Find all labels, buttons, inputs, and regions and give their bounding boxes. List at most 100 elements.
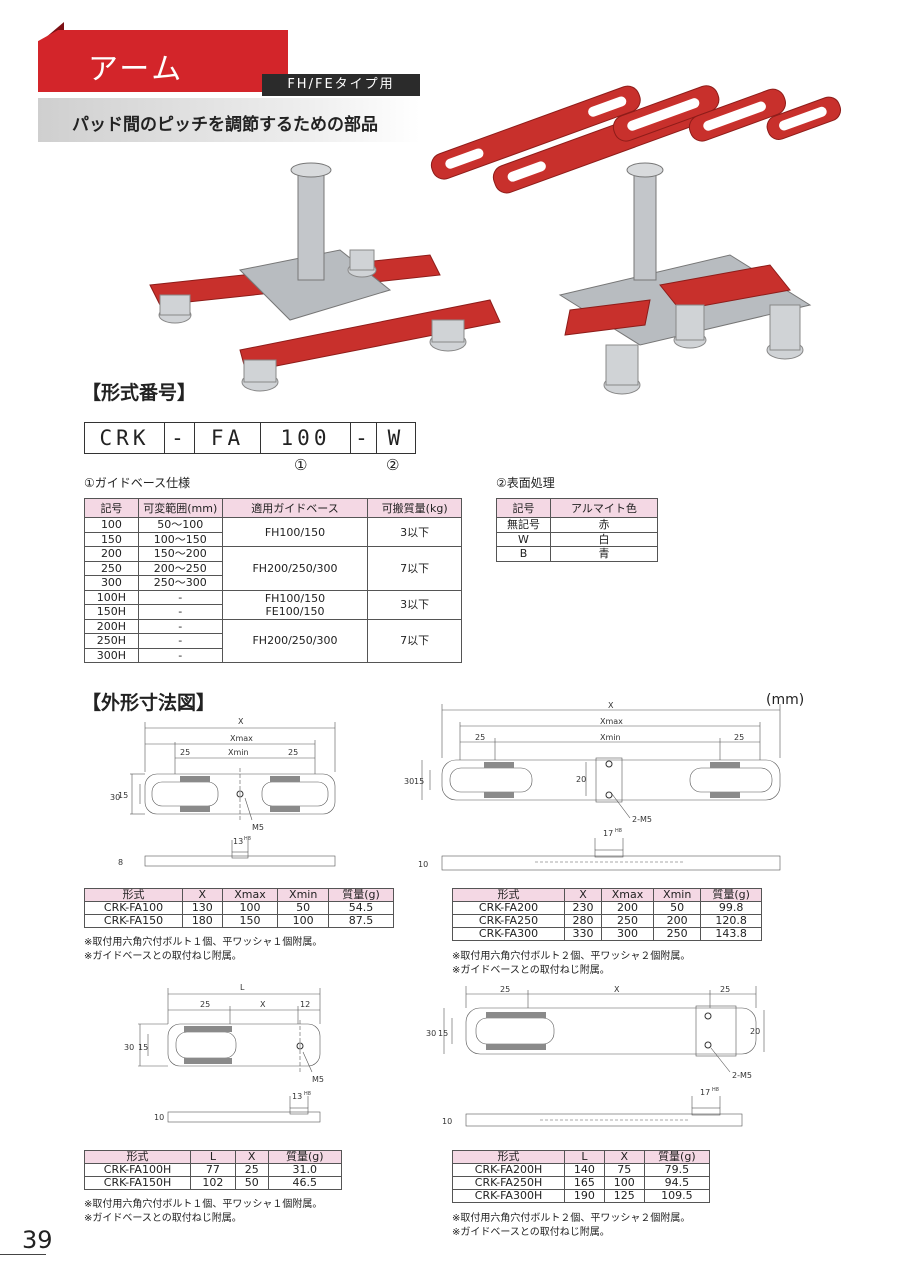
table-cell: CRK-FA150 bbox=[84, 914, 183, 928]
dim-label: 25 bbox=[288, 748, 298, 757]
table-cell: 165 bbox=[564, 1176, 605, 1190]
table-header: 形式 bbox=[452, 888, 565, 902]
table-cell: 54.5 bbox=[328, 901, 394, 915]
dim-label: 25 bbox=[734, 733, 744, 742]
drawing-fa100-150: X Xmax Xmin 25 25 30 15 M5 13 H8 8 bbox=[110, 717, 336, 867]
table-cell: 25 bbox=[234, 1163, 269, 1177]
table-cell: 300 bbox=[601, 927, 654, 941]
drawing-fa100h-150h: L X 25 12 30 15 M5 13 H8 10 bbox=[124, 983, 324, 1123]
dim-label: 2-M5 bbox=[732, 1071, 752, 1080]
table-cell: 3以下 bbox=[367, 589, 462, 620]
table-cell: 77 bbox=[190, 1163, 236, 1177]
table-cell: 50 bbox=[652, 901, 702, 915]
subtitle-bar bbox=[38, 98, 420, 142]
table-cell: 50～100 bbox=[137, 517, 223, 533]
table-cell: 330 bbox=[564, 927, 602, 941]
notes-fa1: ※取付用六角穴付ボルト１個、平ワッシャ１個附属。 ※ガイドベースとの取付ねじ附属… bbox=[84, 936, 322, 964]
table-header: Xmax bbox=[221, 888, 279, 902]
table-header: 質量(g) bbox=[328, 888, 394, 902]
loose-arms-illustration bbox=[430, 85, 842, 194]
table-cell: 79.5 bbox=[643, 1163, 711, 1177]
dim-tolerance: H8 bbox=[304, 1091, 311, 1097]
table-cell: 50 bbox=[277, 901, 330, 915]
dim-label: 25 bbox=[200, 1000, 210, 1009]
table-cell: W bbox=[496, 531, 551, 547]
marker-2: ② bbox=[386, 456, 400, 474]
unit-label: (mm) bbox=[766, 692, 805, 708]
table-cell: 300H bbox=[84, 647, 139, 663]
table-cell: 250H bbox=[84, 633, 139, 649]
cell-line: FE100/150 bbox=[265, 604, 325, 618]
note-line: ※取付用六角穴付ボルト１個、平ワッシャ１個附属。 bbox=[84, 1199, 323, 1210]
product-illustration bbox=[149, 85, 842, 395]
table-cell: 109.5 bbox=[643, 1189, 711, 1203]
dim-label: 15 bbox=[138, 1043, 148, 1052]
dim-label: Xmax bbox=[600, 717, 623, 726]
table-cell: 7以下 bbox=[367, 546, 462, 591]
table-header: 形式 bbox=[452, 1150, 565, 1164]
table-cell: CRK-FA300 bbox=[452, 927, 565, 941]
table-cell: CRK-FA200H bbox=[452, 1163, 565, 1177]
dim-label: 15 bbox=[118, 791, 128, 800]
table-cell: FH100/150 bbox=[221, 517, 369, 547]
table-header: アルマイト色 bbox=[550, 498, 658, 518]
dim-label: X bbox=[608, 701, 614, 710]
page-number-rule bbox=[0, 1254, 46, 1255]
notes-h1: ※取付用六角穴付ボルト１個、平ワッシャ１個附属。 ※ガイドベースとの取付ねじ附属… bbox=[84, 1198, 322, 1226]
table-header: Xmax bbox=[601, 888, 654, 902]
table-cell: 87.5 bbox=[328, 914, 394, 928]
dim-label: M5 bbox=[312, 1075, 324, 1084]
table-header: X bbox=[234, 1150, 269, 1164]
note-line: ※取付用六角穴付ボルト１個、平ワッシャ１個附属。 bbox=[84, 937, 323, 948]
table-header: 記号 bbox=[496, 498, 551, 518]
table-cell: - bbox=[137, 633, 223, 649]
table-cell: 130 bbox=[182, 901, 223, 915]
page-title: アーム bbox=[88, 52, 185, 87]
table-cell: 150～200 bbox=[137, 546, 223, 562]
table-header: L bbox=[564, 1150, 605, 1164]
table-cell: 102 bbox=[190, 1176, 236, 1190]
notes-h2: ※取付用六角穴付ボルト２個、平ワッシャ２個附属。 ※ガイドベースとの取付ねじ附属… bbox=[452, 1212, 690, 1240]
table-cell: 250 bbox=[84, 560, 139, 576]
table-header: L bbox=[190, 1150, 236, 1164]
dim-tolerance: H8 bbox=[615, 828, 622, 834]
table-cell: 75 bbox=[603, 1163, 645, 1177]
code-part-surface: W bbox=[387, 426, 405, 450]
dim-label: Xmax bbox=[230, 734, 253, 743]
assembled-unit-right bbox=[558, 162, 812, 395]
note-line: ※ガイドベースとの取付ねじ附属。 bbox=[84, 951, 242, 962]
dim-label: 13 bbox=[292, 1092, 302, 1101]
table-cell: 無記号 bbox=[496, 517, 551, 533]
table-cell: 200H bbox=[84, 618, 139, 634]
table-cell: 143.8 bbox=[700, 927, 762, 941]
type-label: FH/FEタイプ用 bbox=[262, 74, 420, 96]
dim-label: 25 bbox=[475, 733, 485, 742]
dim-label: 25 bbox=[180, 748, 190, 757]
table-cell: 赤 bbox=[550, 517, 658, 533]
table-cell: 200 bbox=[84, 546, 139, 562]
dimension-heading: 【外形寸法図】 bbox=[82, 692, 216, 714]
table-cell: CRK-FA100 bbox=[84, 901, 183, 915]
table-cell: 125 bbox=[603, 1189, 645, 1203]
table-header: 質量(g) bbox=[700, 888, 762, 902]
dim-label: 10 bbox=[442, 1117, 452, 1126]
dim-label: 10 bbox=[418, 860, 428, 869]
dim-label: 15 bbox=[414, 777, 424, 786]
table-cell: - bbox=[137, 618, 223, 634]
drawing-fa200h-300h: X 25 25 30 15 20 2-M5 17 H8 10 bbox=[426, 985, 765, 1127]
table-cell: 3以下 bbox=[367, 517, 462, 547]
dim-label: L bbox=[240, 983, 245, 992]
code-part-sep: - bbox=[351, 423, 377, 453]
table-cell: - bbox=[137, 647, 223, 663]
model-number-heading: 【形式番号】 bbox=[82, 382, 197, 404]
table-cell: CRK-FA200 bbox=[452, 901, 565, 915]
table-cell: 100 bbox=[84, 517, 139, 533]
dim-label: 30 bbox=[426, 1029, 436, 1038]
table-cell: 200 bbox=[652, 914, 702, 928]
table-cell: 白 bbox=[550, 531, 658, 547]
note-line: ※ガイドベースとの取付ねじ附属。 bbox=[452, 1227, 610, 1238]
table-cell: 青 bbox=[550, 546, 658, 562]
